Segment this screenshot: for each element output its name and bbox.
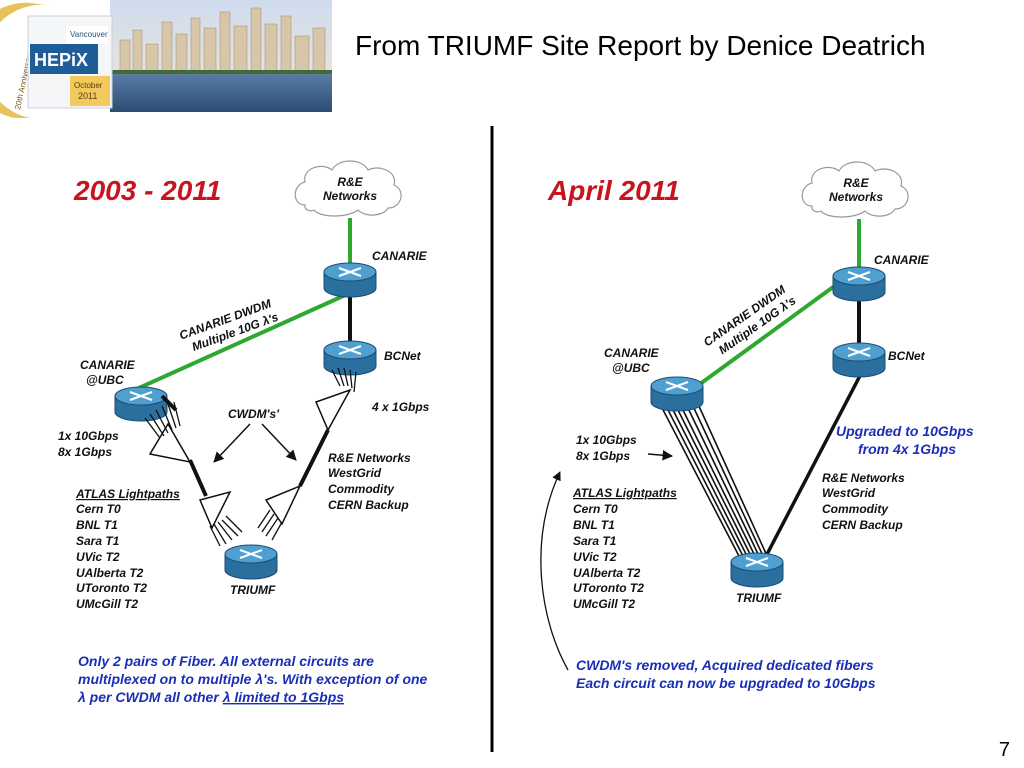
- right-re-net-4: CERN Backup: [822, 518, 903, 532]
- right-canarie-ubc-label-line1: CANARIE: [604, 346, 660, 360]
- left-note-line2: multiplexed on to multiple λ's. With exc…: [78, 671, 428, 687]
- left-note-line1: Only 2 pairs of Fiber. All external circ…: [78, 653, 374, 669]
- left-triumf-router-icon: [224, 544, 278, 580]
- right-atlas-item-3: UVic T2: [573, 550, 617, 564]
- right-upgrade-line1: Upgraded to 10Gbps: [836, 423, 974, 439]
- left-note-line3: λ per CWDM all other λ limited to 1Gbps: [77, 689, 344, 705]
- right-dedicated-fibers: [659, 403, 769, 559]
- right-triumf-router-icon: [730, 552, 784, 588]
- left-cloud-label-line1: R&E: [337, 175, 363, 189]
- left-dwdm-link: [129, 290, 353, 394]
- right-atlas-item-6: UMcGill T2: [573, 597, 635, 611]
- right-re-net-3: Commodity: [822, 502, 889, 516]
- slide-title: From TRIUMF Site Report by Denice Deatri…: [355, 30, 926, 61]
- right-bcnet-triumf-link: [762, 369, 865, 561]
- right-ubc-speed-1: 1x 10Gbps: [576, 433, 637, 447]
- left-ubc-speed-1: 1x 10Gbps: [58, 429, 119, 443]
- right-cloud-label-line1: R&E: [843, 176, 869, 190]
- left-canarie-router-icon: [323, 262, 377, 298]
- logo-month: October: [74, 81, 103, 90]
- right-canarie-ubc-router-icon: [650, 376, 704, 412]
- left-cloud: R&E Networks: [294, 160, 402, 217]
- right-note-line2: Each circuit can now be upgraded to 10Gb…: [576, 675, 876, 691]
- left-re-net-4: CERN Backup: [328, 498, 409, 512]
- right-atlas-item-4: UAlberta T2: [573, 566, 641, 580]
- left-canarie-label: CANARIE: [372, 249, 428, 263]
- left-cloud-label-line2: Networks: [323, 189, 377, 203]
- left-cwdm-top-right-icon: [314, 367, 357, 432]
- left-triumf-label: TRIUMF: [230, 583, 276, 597]
- right-note-line1: CWDM's removed, Acquired dedicated fiber…: [576, 657, 874, 673]
- left-atlas-item-2: Sara T1: [76, 534, 120, 548]
- right-atlas-item-2: Sara T1: [573, 534, 617, 548]
- right-atlas-item-0: Cern T0: [573, 502, 618, 516]
- right-cloud: R&E Networks: [801, 161, 909, 218]
- left-cwdm-arrow-1: [213, 423, 251, 463]
- right-re-net-2: WestGrid: [822, 486, 876, 500]
- right-bcnet-label: BCNet: [888, 349, 926, 363]
- right-dwdm-link: [698, 280, 842, 386]
- left-atlas-item-3: UVic T2: [76, 550, 120, 564]
- left-re-net-2: WestGrid: [328, 466, 382, 480]
- left-canarie-ubc-label-line2: @UBC: [86, 373, 124, 387]
- logo-event: HEPiX: [34, 50, 88, 70]
- right-triumf-label: TRIUMF: [736, 591, 782, 605]
- left-cwdm-bottom-left-icon: [188, 459, 243, 547]
- left-canarie-ubc-label-line1: CANARIE: [80, 358, 136, 372]
- right-speed-arrow: [647, 449, 674, 461]
- left-ubc-speed-2: 8x 1Gbps: [58, 445, 112, 459]
- right-atlas-item-1: BNL T1: [573, 518, 615, 532]
- right-canarie-label: CANARIE: [874, 253, 930, 267]
- left-note-line3-text: λ per CWDM all other: [77, 689, 223, 705]
- right-canarie-ubc-label-line2: @UBC: [612, 361, 650, 375]
- right-year-title: April 2011: [547, 175, 680, 206]
- left-re-net-3: Commodity: [328, 482, 395, 496]
- left-re-net-1: R&E Networks: [328, 451, 411, 465]
- right-canarie-router-icon: [832, 266, 886, 302]
- logo-city: Vancouver: [70, 30, 108, 39]
- logo-year: 2011: [78, 91, 97, 101]
- left-panel: 2003 - 2011 R&E Networks CANARIE BCNet C…: [58, 160, 430, 705]
- left-note-limit: λ limited to 1Gbps: [222, 689, 345, 705]
- right-ubc-speed-2: 8x 1Gbps: [576, 449, 630, 463]
- network-diagram: 2003 - 2011 R&E Networks CANARIE BCNet C…: [58, 126, 974, 752]
- left-bcnet-speed: 4 x 1Gbps: [371, 400, 430, 414]
- hepix-logo-graphic: 20th Anniversary Vancouver HEPiX October…: [0, 0, 332, 118]
- right-atlas-item-5: UToronto T2: [573, 581, 644, 595]
- left-atlas-item-1: BNL T1: [76, 518, 118, 532]
- right-panel: April 2011 R&E Networks CANARIE BCNet CA…: [540, 161, 974, 691]
- left-atlas-title: ATLAS Lightpaths: [75, 487, 180, 501]
- left-cwdm-arrow-2: [261, 423, 297, 461]
- hepix-logo: 20th Anniversary Vancouver HEPiX October…: [0, 0, 332, 118]
- left-atlas-item-6: UMcGill T2: [76, 597, 138, 611]
- left-bcnet-router-icon: [323, 340, 377, 376]
- right-re-net-1: R&E Networks: [822, 471, 905, 485]
- left-atlas-item-4: UAlberta T2: [76, 566, 144, 580]
- right-bcnet-router-icon: [832, 342, 886, 378]
- right-upgrade-line2: from 4x 1Gbps: [858, 441, 956, 457]
- left-year-title: 2003 - 2011: [73, 175, 221, 206]
- left-bcnet-label: BCNet: [384, 349, 422, 363]
- page-number: 7: [998, 739, 1010, 761]
- left-cwdm-label: CWDM's': [228, 407, 280, 421]
- right-atlas-title: ATLAS Lightpaths: [572, 486, 677, 500]
- left-cwdm-bottom-right-icon: [257, 429, 330, 541]
- left-atlas-item-0: Cern T0: [76, 502, 121, 516]
- right-cloud-label-line2: Networks: [829, 190, 883, 204]
- left-cwdm-top-left-icon: [144, 394, 192, 464]
- left-atlas-item-5: UToronto T2: [76, 581, 147, 595]
- right-curved-arrow: [540, 471, 569, 671]
- anniversary-arc: [0, 2, 52, 118]
